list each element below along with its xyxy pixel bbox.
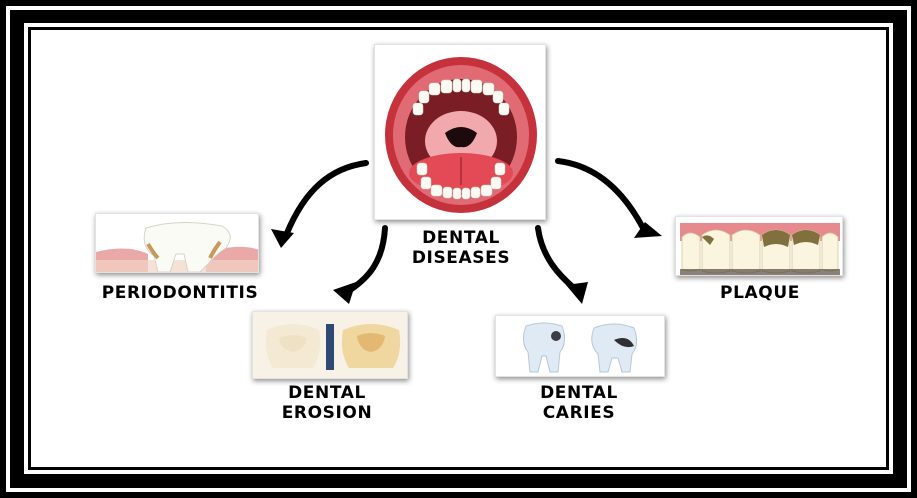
erosion-label-line2: EROSION: [262, 404, 392, 423]
arrow-to-periodontitis: [287, 163, 366, 233]
decayed-molars: [496, 316, 665, 377]
center-mouth-card: [374, 44, 546, 220]
caries-card: [495, 315, 665, 377]
arrow-to-caries: [538, 228, 574, 288]
arrow-to-plaque: [558, 161, 643, 228]
center-label-line1: DENTAL: [401, 229, 521, 248]
plaque-label: PLAQUE: [700, 284, 820, 303]
center-label-line2: DISEASES: [401, 249, 521, 268]
receding-gum-tooth: [96, 214, 259, 273]
caries-label-line1: DENTAL: [519, 384, 639, 403]
eroded-molar-comparison: [253, 312, 408, 379]
caries-label-line2: CARIES: [519, 404, 639, 423]
arrow-to-erosion: [350, 228, 385, 290]
arrowhead-caries: [566, 282, 588, 304]
plaque-card: [675, 216, 843, 276]
erosion-label-line1: DENTAL: [262, 384, 392, 403]
erosion-card: [252, 311, 408, 379]
plaque-on-teeth: [676, 217, 843, 276]
periodontitis-card: [95, 213, 259, 273]
arrowhead-erosion: [333, 282, 356, 304]
open-mouth-illustration: [375, 45, 546, 220]
periodontitis-label: PERIODONTITIS: [82, 284, 278, 303]
